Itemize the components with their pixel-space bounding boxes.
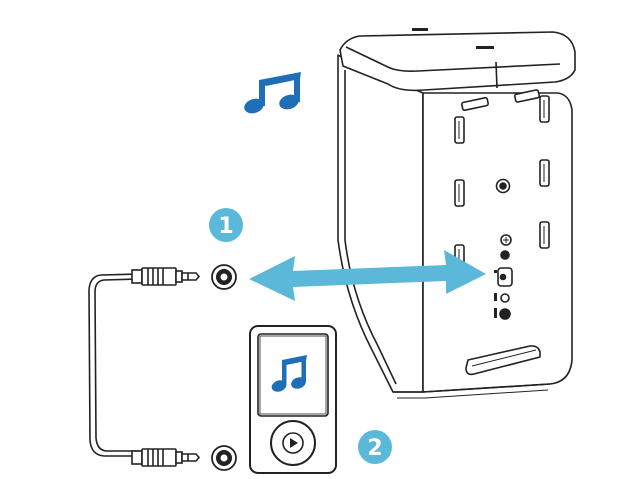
- step-2-badge: [358, 430, 392, 464]
- connection-arrow: [249, 250, 486, 301]
- step-1-badge: [209, 208, 243, 242]
- music-note-icon: [244, 72, 301, 114]
- step-2-label: 2: [367, 436, 382, 461]
- aux-cable: [88, 273, 141, 457]
- aux-plug-top: [131, 267, 201, 286]
- speaker-front-panel: [422, 92, 573, 393]
- music-note-icon: [271, 355, 307, 392]
- speaker-side-panel: [337, 54, 424, 393]
- speaker-mount-slots: [454, 89, 550, 272]
- aux-plug-bottom: [131, 448, 201, 467]
- speaker: [337, 28, 576, 399]
- aux-jack-top: [211, 264, 237, 290]
- speaker-control-icons: [494, 234, 513, 320]
- speaker-top-cap: [339, 31, 576, 92]
- aux-jack-bottom: [211, 445, 237, 471]
- step-1-label: 1: [218, 214, 233, 239]
- play-icon: [290, 438, 298, 448]
- media-player: [249, 325, 337, 474]
- speaker-handle: [465, 345, 541, 376]
